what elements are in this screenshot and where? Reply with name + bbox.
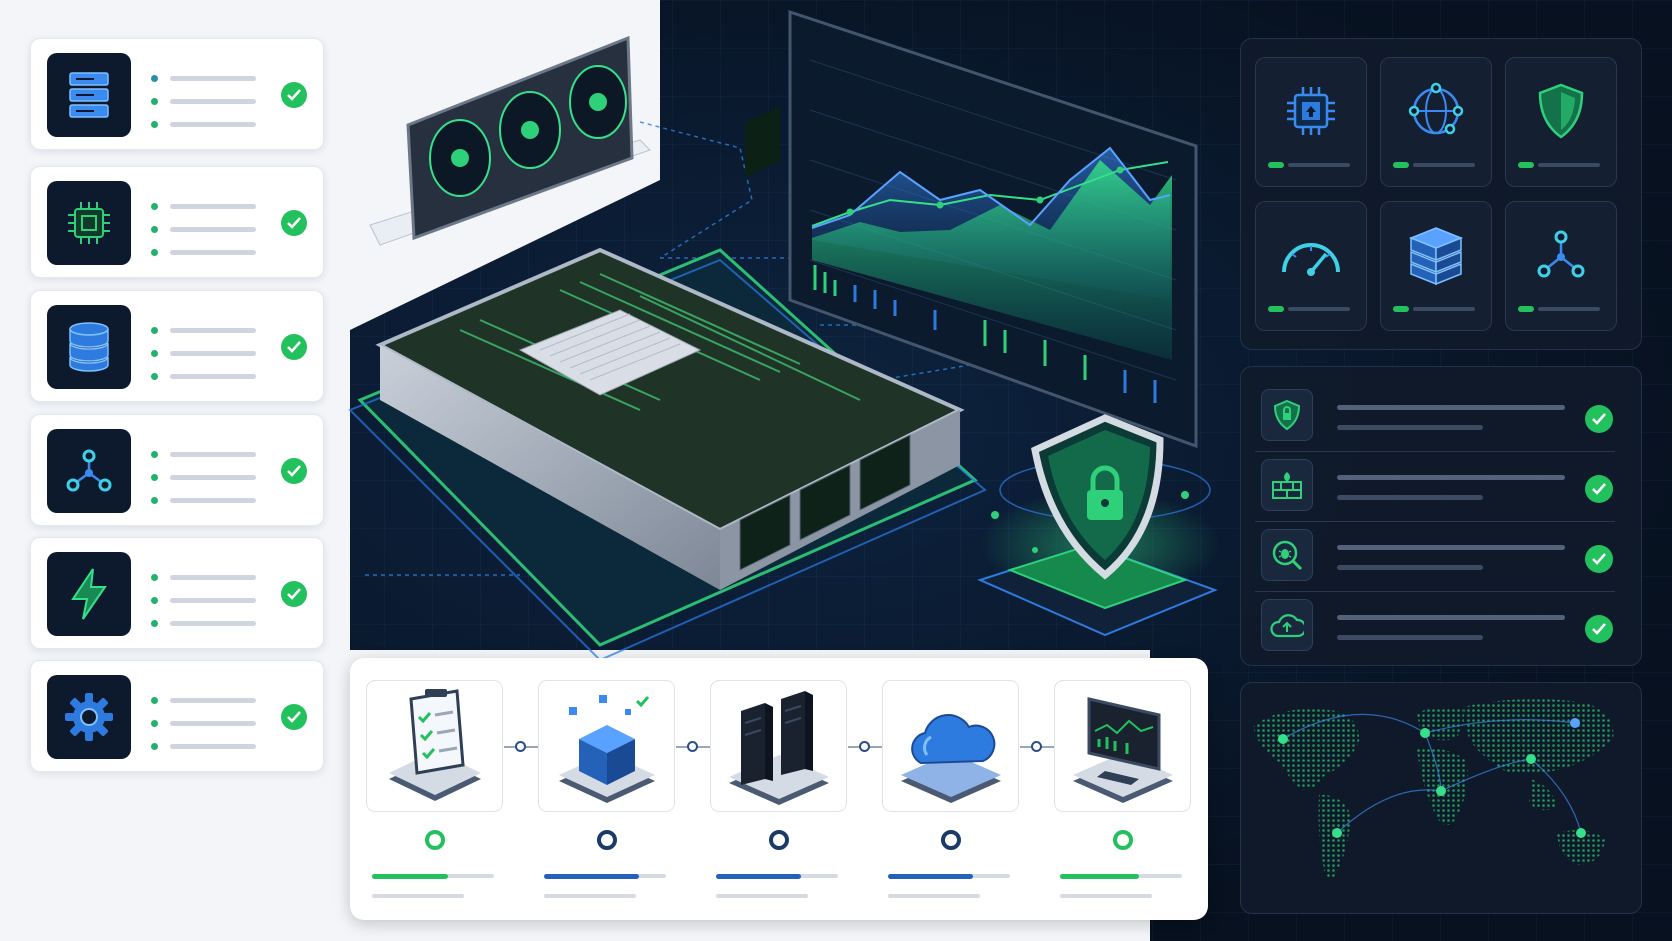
feature-tile-network[interactable] bbox=[1380, 57, 1492, 187]
server-chassis bbox=[375, 106, 965, 590]
storage-stack-icon bbox=[1381, 220, 1491, 290]
network-nodes-icon bbox=[47, 429, 131, 513]
progress-caption-line bbox=[716, 894, 808, 898]
security-row-shield[interactable] bbox=[1255, 381, 1613, 443]
cooling-fan-module bbox=[369, 35, 651, 246]
feature-tile-processor[interactable] bbox=[1255, 57, 1367, 187]
check-icon bbox=[1585, 405, 1613, 433]
shield-lock-icon bbox=[1261, 389, 1313, 441]
security-checklist-panel bbox=[1240, 366, 1642, 666]
status-ring-step-2 bbox=[597, 830, 617, 850]
progress-fill-step-2 bbox=[544, 874, 639, 879]
world-map bbox=[1253, 698, 1614, 880]
status-ring-step-1 bbox=[425, 830, 445, 850]
status-lines bbox=[151, 67, 271, 136]
progress-fill-step-1 bbox=[372, 874, 448, 879]
feature-tile-performance[interactable] bbox=[1255, 201, 1367, 331]
workflow-connector-node bbox=[1031, 741, 1042, 752]
check-icon bbox=[281, 458, 307, 484]
speedometer-gauge-icon bbox=[1256, 220, 1366, 290]
global-map-panel bbox=[1240, 682, 1642, 914]
status-card-database[interactable] bbox=[30, 290, 324, 402]
check-icon bbox=[1585, 615, 1613, 643]
security-shield-icon bbox=[1506, 76, 1616, 146]
cloud-icon bbox=[901, 714, 1001, 803]
workflow-step-cloud[interactable] bbox=[882, 680, 1019, 812]
lightning-bolt-icon bbox=[47, 552, 131, 636]
status-lines bbox=[151, 319, 271, 388]
check-icon bbox=[1585, 545, 1613, 573]
status-card-power[interactable] bbox=[30, 537, 324, 649]
check-icon bbox=[281, 210, 307, 236]
check-icon bbox=[281, 334, 307, 360]
status-lines bbox=[151, 689, 271, 758]
workflow-connector-node bbox=[859, 741, 870, 752]
row-divider bbox=[1255, 451, 1615, 452]
status-card-network[interactable] bbox=[30, 414, 324, 526]
progress-caption-line bbox=[888, 894, 980, 898]
feature-tiles-panel bbox=[1240, 38, 1642, 350]
workflow-step-servers[interactable] bbox=[710, 680, 847, 812]
row-divider bbox=[1255, 591, 1615, 592]
status-ring-step-3 bbox=[769, 830, 789, 850]
security-row-scan[interactable] bbox=[1255, 521, 1613, 583]
cpu-chip-icon bbox=[47, 181, 131, 265]
package-box-icon bbox=[559, 695, 655, 803]
status-lines bbox=[151, 443, 271, 512]
progress-fill-step-3 bbox=[716, 874, 801, 879]
global-network-icon bbox=[1381, 76, 1491, 146]
progress-fill-step-4 bbox=[888, 874, 973, 879]
workflow-step-package[interactable] bbox=[538, 680, 675, 812]
workflow-connector-node bbox=[687, 741, 698, 752]
workflow-connector-node bbox=[515, 741, 526, 752]
bug-scan-icon bbox=[1261, 529, 1313, 581]
cloud-upload-icon bbox=[1261, 599, 1313, 651]
check-icon bbox=[281, 581, 307, 607]
workflow-step-monitor[interactable] bbox=[1054, 680, 1191, 812]
security-shield-pedestal bbox=[977, 414, 1220, 637]
check-icon bbox=[1585, 475, 1613, 503]
progress-caption-line bbox=[372, 894, 464, 898]
feature-tile-storage[interactable] bbox=[1380, 201, 1492, 331]
feature-tile-security[interactable] bbox=[1505, 57, 1617, 187]
node-hub-icon bbox=[1506, 220, 1616, 290]
status-card-server[interactable] bbox=[30, 38, 324, 150]
status-lines bbox=[151, 566, 271, 635]
status-card-cpu[interactable] bbox=[30, 166, 324, 278]
checklist-clipboard-icon bbox=[389, 689, 481, 801]
status-ring-step-4 bbox=[941, 830, 961, 850]
check-icon bbox=[281, 704, 307, 730]
security-row-cloud[interactable] bbox=[1255, 591, 1613, 653]
progress-caption-line bbox=[544, 894, 636, 898]
deployment-workflow-panel bbox=[350, 658, 1208, 920]
gear-icon bbox=[47, 675, 131, 759]
firewall-icon bbox=[1261, 459, 1313, 511]
progress-fill-step-5 bbox=[1060, 874, 1139, 879]
feature-tile-nodes[interactable] bbox=[1505, 201, 1617, 331]
server-towers-icon bbox=[729, 691, 829, 805]
status-card-settings[interactable] bbox=[30, 660, 324, 772]
progress-caption-line bbox=[1060, 894, 1152, 898]
status-lines bbox=[151, 195, 271, 264]
database-icon bbox=[47, 305, 131, 389]
monitor-dashboard-icon bbox=[1073, 697, 1173, 803]
processor-upload-icon bbox=[1256, 76, 1366, 146]
row-divider bbox=[1255, 521, 1615, 522]
analytics-screen bbox=[788, 9, 1198, 449]
status-ring-step-5 bbox=[1113, 830, 1133, 850]
server-rack-icon bbox=[47, 53, 131, 137]
check-icon bbox=[281, 82, 307, 108]
security-row-firewall[interactable] bbox=[1255, 451, 1613, 513]
workflow-step-checklist[interactable] bbox=[366, 680, 503, 812]
